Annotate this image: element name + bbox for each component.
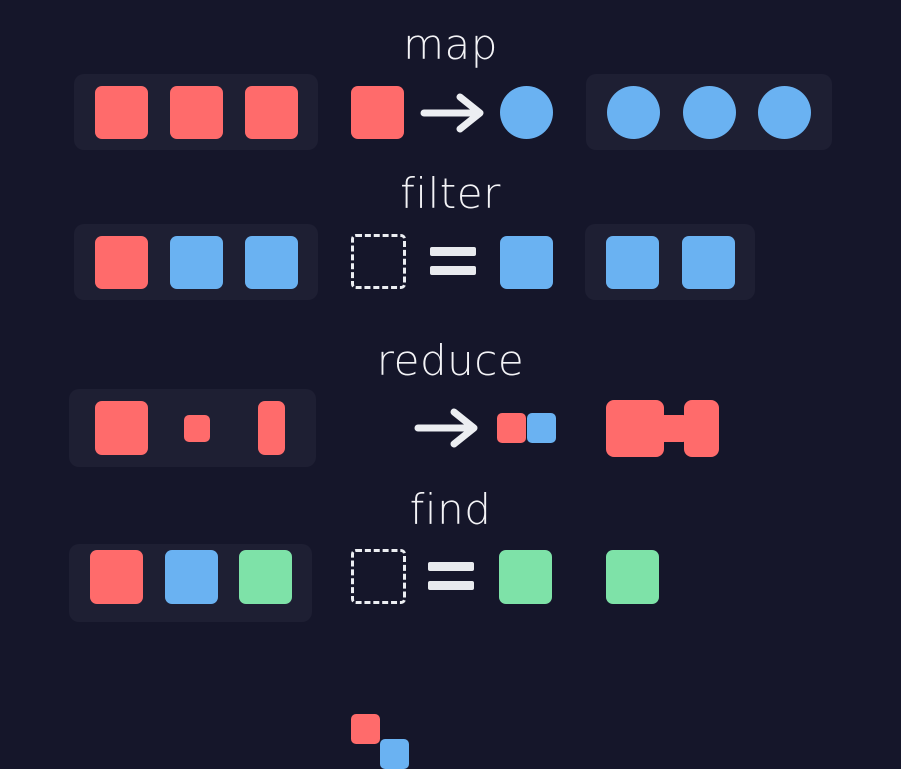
row-reduce: reduce [0,315,901,769]
reduce-arrow-icon [414,407,482,449]
filter-output-item-1 [606,236,659,289]
map-arrow-icon [420,92,488,134]
map-output-item-1 [607,86,660,139]
find-predicate-match [499,550,552,604]
reduce-input-item-2 [184,415,210,442]
filter-input-item-2 [170,236,223,289]
map-input-item-1 [95,86,148,139]
row-title-find: find [409,485,492,534]
find-input-item-3 [239,550,292,604]
row-title-filter: filter [400,169,501,218]
find-predicate-placeholder [351,549,406,604]
filter-input-item-1 [95,236,148,289]
reduce-notation-result-blue [527,413,556,443]
row-map: map [0,0,901,165]
reduce-input-item-1 [95,401,148,455]
find-equals-icon [428,562,474,590]
fused-segment-tall [684,400,719,457]
find-input-item-1 [90,550,143,604]
map-output-item-3 [758,86,811,139]
row-find: find [0,480,901,651]
fused-segment-connector [658,415,688,442]
filter-input-item-3 [245,236,298,289]
row-title-map: map [403,20,498,69]
filter-equals-icon [430,247,476,275]
filter-predicate-placeholder [351,234,406,289]
row-title-reduce: reduce [376,336,525,385]
reduce-input-item-3 [258,401,285,455]
row-filter: filter [0,165,901,315]
reduce-output-fused-accumulator [606,400,719,457]
map-notation-source-square [351,86,404,139]
find-output-item-1 [606,550,659,604]
find-input-item-2 [165,550,218,604]
filter-predicate-match [500,236,553,289]
map-input-item-2 [170,86,223,139]
map-input-item-3 [245,86,298,139]
reduce-notation-result-red [497,413,526,443]
map-notation-target-circle [500,86,553,139]
reduce-notation-acc-square [351,714,380,744]
reduce-notation-next-square [380,739,409,769]
filter-output-item-2 [682,236,735,289]
map-output-item-2 [683,86,736,139]
fused-segment-large [606,400,664,457]
